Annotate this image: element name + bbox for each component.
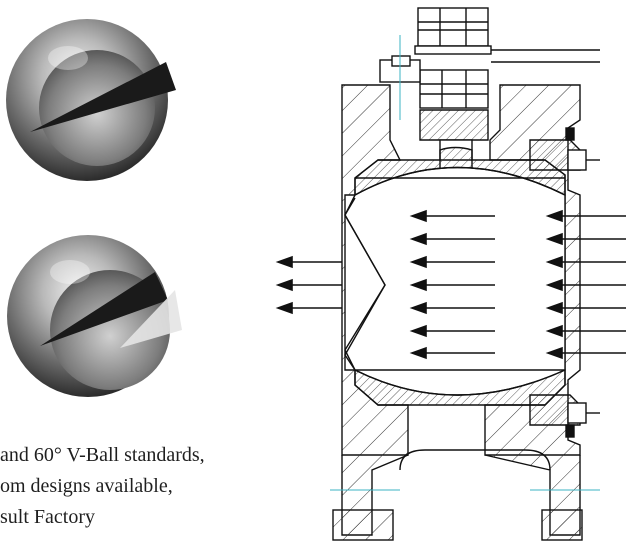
flow-arrows-inner [409,209,495,360]
v-notch [30,62,176,132]
valve-lower-flange [330,449,600,541]
flow-arrows [275,209,626,360]
caption-line-1: and 60° V-Ball standards, [0,444,205,466]
v-ball-photo-top [6,19,176,181]
valve-right-fittings [529,127,600,438]
valve-cross-section-diagram [330,7,600,541]
flow-arrows-inlet [545,209,626,360]
caption-line-3: sult Factory [0,506,95,528]
v-ball-caption: and 60° V-Ball standards, om designs ava… [0,440,300,533]
valve-stem-assembly [379,7,600,186]
v-ball-photo-bottom [7,235,182,397]
flow-arrows-outlet [275,255,342,315]
flow-arrow-icon [409,209,427,223]
valve-ball [344,166,566,396]
v-notch [40,272,168,346]
valve-body-left-wall [341,84,409,456]
caption-line-2: om designs available, [0,475,173,497]
